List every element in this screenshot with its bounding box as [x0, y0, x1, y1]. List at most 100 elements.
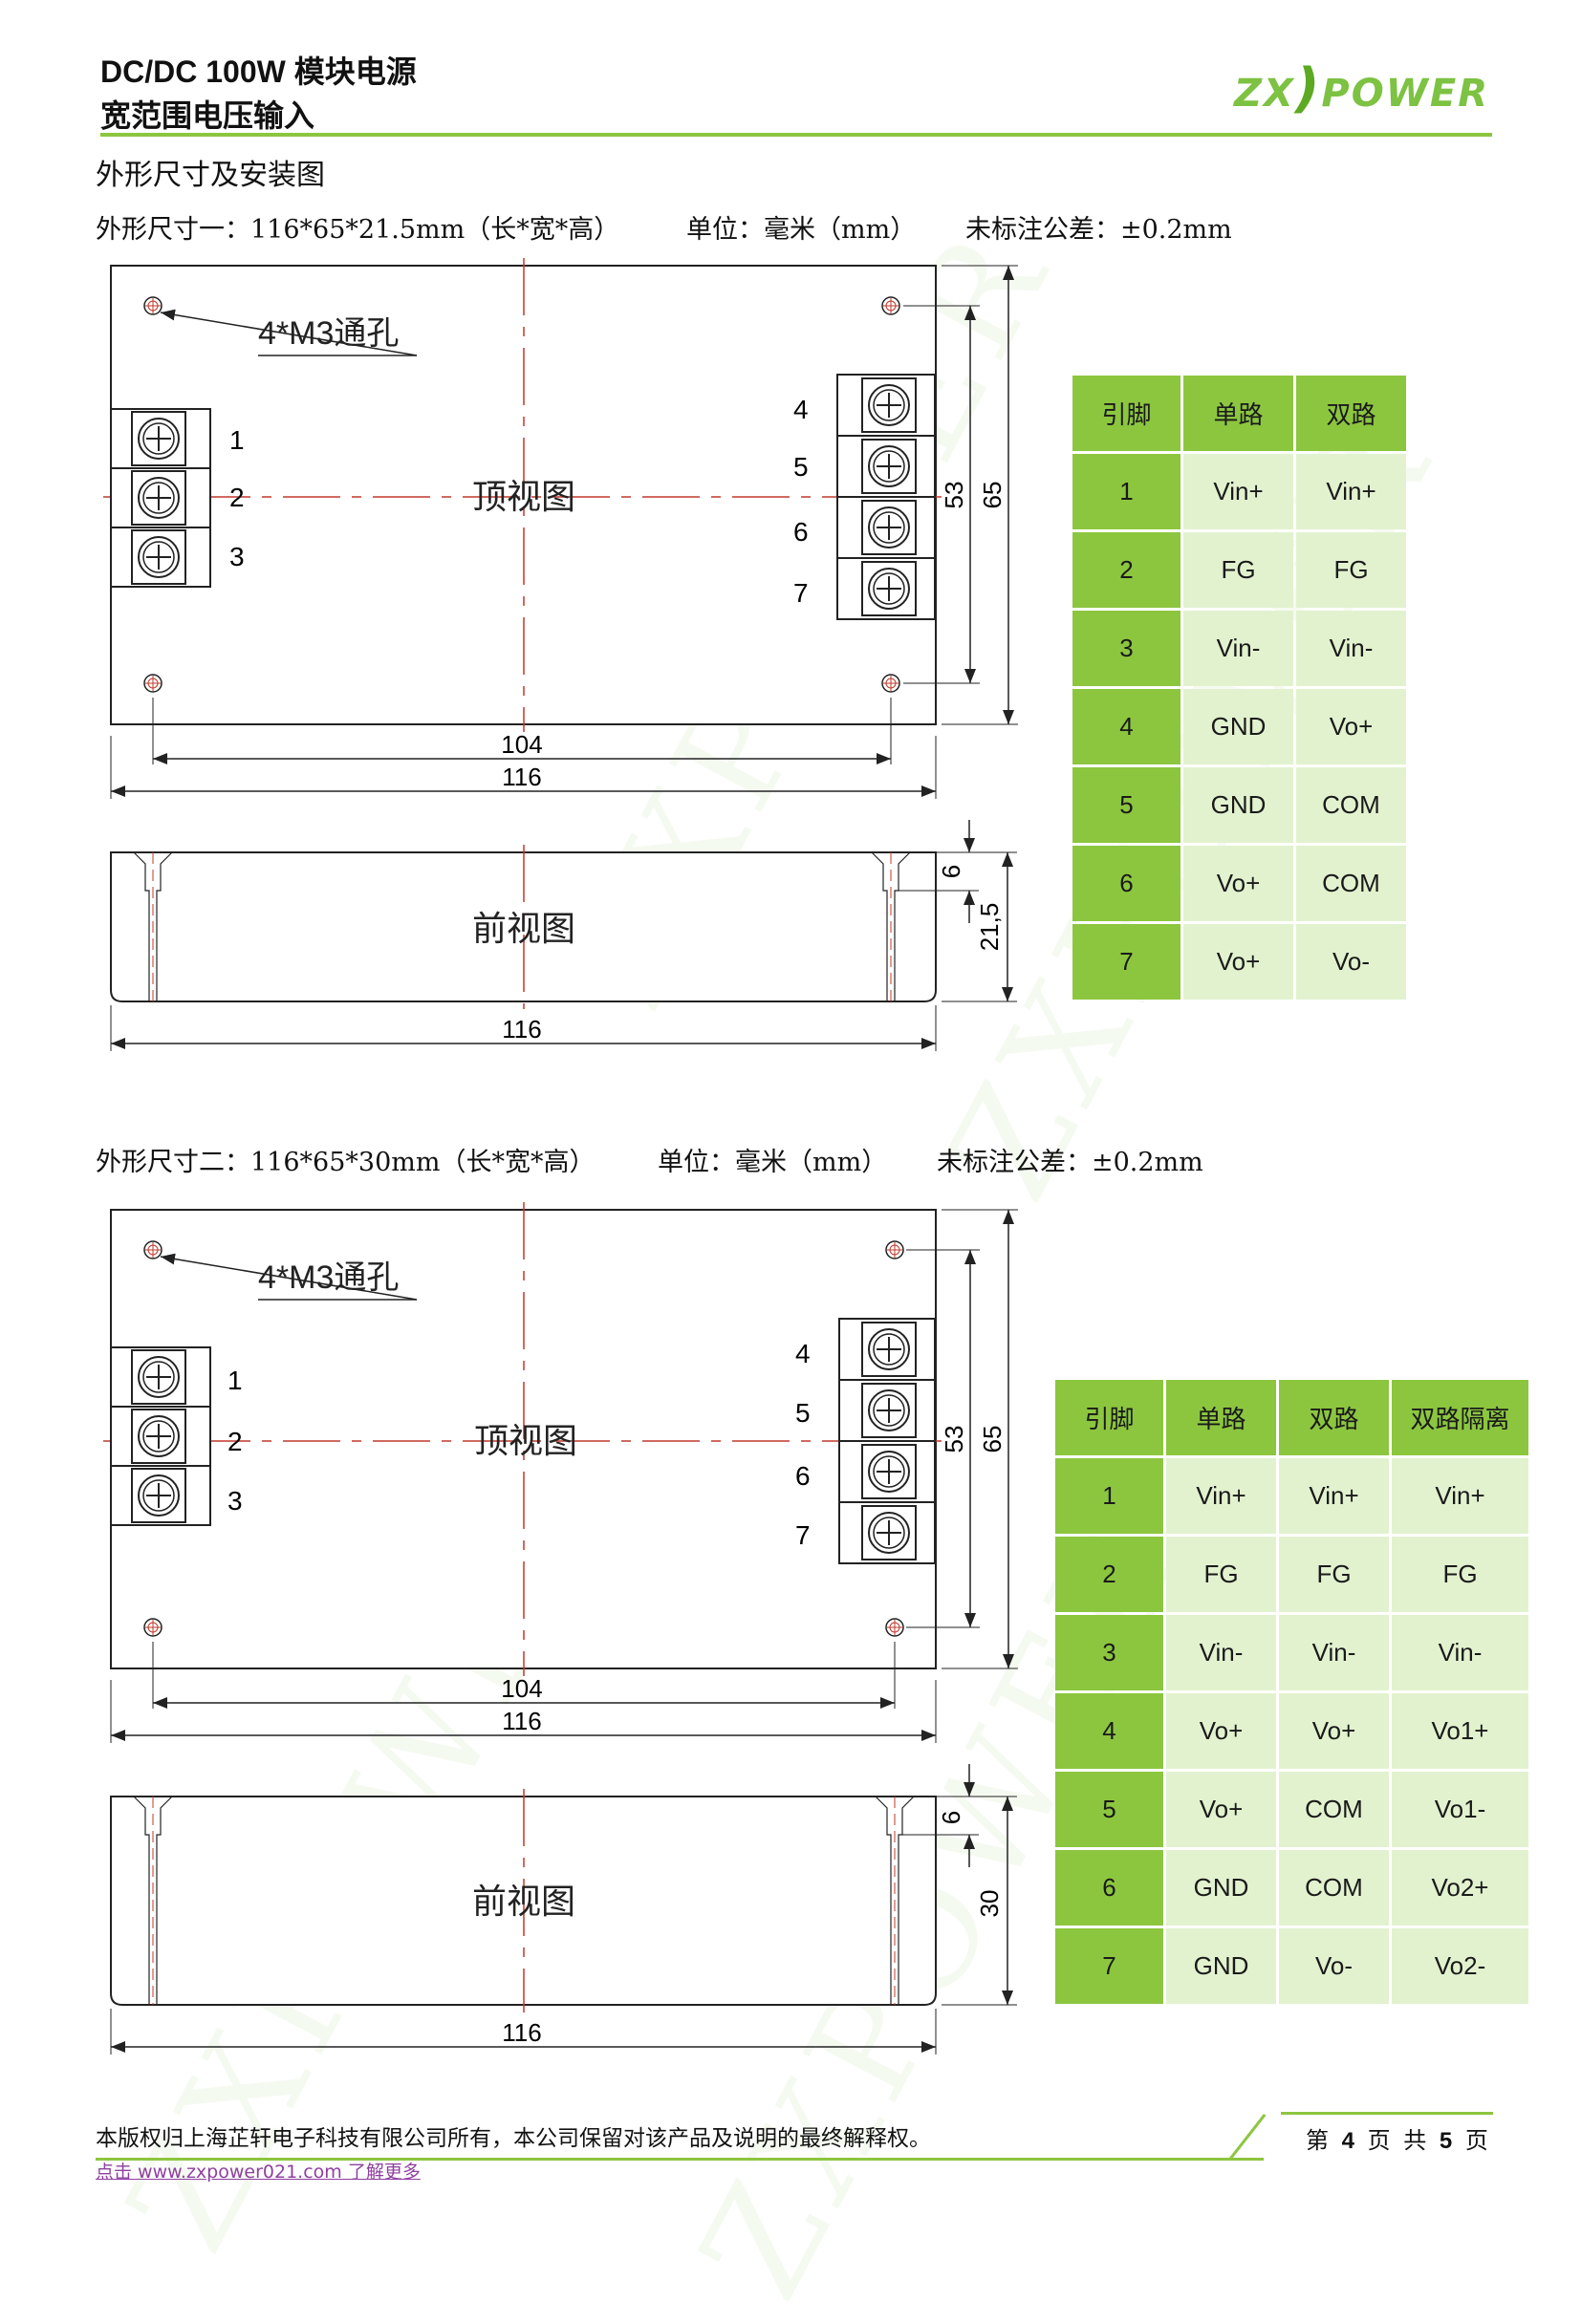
pin-label: 1: [227, 1366, 243, 1395]
terminal-screw-icon: [861, 377, 917, 433]
dim-height: 30: [975, 1890, 1004, 1918]
front-view-label: 前视图: [472, 1882, 575, 1921]
table-header: 引脚: [1055, 1380, 1163, 1455]
top-view-label: 顶视图: [472, 477, 575, 516]
logo-text-right: POWER: [1321, 72, 1489, 116]
pin-number: 7: [1072, 924, 1180, 1000]
page-total: 5: [1439, 2128, 1453, 2154]
terminal-screw-icon: [861, 1383, 917, 1438]
footer-copyright: 本版权归上海芷轩电子科技有限公司所有，本公司保留对该产品及说明的最终解释权。: [96, 2126, 931, 2151]
dim-104: 104: [501, 1674, 542, 1703]
hole-callout: 4*M3通孔: [258, 315, 399, 352]
dim-116-front: 116: [502, 1015, 541, 1044]
table-cell: Vo-: [1279, 1928, 1389, 2004]
terminal-screw-icon: [861, 1322, 917, 1377]
table-cell: Vo+: [1296, 689, 1406, 764]
terminal-screw-icon: [861, 1505, 917, 1560]
pin-label: 7: [795, 1520, 811, 1550]
terminal-screw-icon: [861, 1444, 917, 1499]
pin-label: 6: [793, 517, 809, 547]
table-cell: Vin-: [1166, 1615, 1276, 1690]
terminal-screw-icon: [861, 561, 917, 616]
pin-number: 3: [1055, 1615, 1163, 1690]
dim-6: 6: [937, 1811, 965, 1824]
pin-number: 7: [1055, 1928, 1163, 2004]
pin-number: 5: [1055, 1772, 1163, 1847]
table-cell: Vin+: [1279, 1458, 1389, 1534]
brand-logo: ZX)POWER: [1234, 57, 1489, 119]
pin-label: 6: [795, 1461, 811, 1491]
mount-hole-icon: [885, 1240, 904, 1259]
table-cell: Vin+: [1392, 1458, 1528, 1534]
pin-label: 3: [229, 542, 245, 571]
website-link[interactable]: 点击 www.zxpower021.com 了解更多: [96, 2162, 421, 2183]
dim-65: 65: [978, 482, 1007, 509]
table-cell: Vin-: [1296, 611, 1406, 686]
dim-53: 53: [940, 1426, 968, 1453]
document-subtitle: 宽范围电压输入: [100, 98, 315, 133]
table-cell: COM: [1296, 767, 1406, 843]
pin-label: 1: [229, 425, 245, 455]
dim-53: 53: [940, 482, 968, 509]
table-cell: Vin-: [1392, 1615, 1528, 1690]
pin-label: 5: [793, 452, 809, 482]
dim-height: 21,5: [975, 903, 1004, 952]
table-cell: Vo1+: [1392, 1693, 1528, 1769]
dim-116: 116: [502, 1707, 541, 1735]
document-title: DC/DC 100W 模块电源: [100, 54, 417, 89]
top-view-label: 顶视图: [474, 1421, 577, 1460]
pin-label: 4: [795, 1339, 811, 1368]
spec2-unit: 单位：毫米（mm）: [658, 1148, 888, 1177]
dim-104: 104: [501, 730, 542, 759]
table-cell: Vin-: [1183, 611, 1293, 686]
header-divider: [100, 133, 1492, 137]
section-title: 外形尺寸及安装图: [96, 159, 325, 192]
page-suffix: 页: [1464, 2127, 1488, 2154]
page-prefix: 第: [1306, 2127, 1329, 2154]
pin-number: 1: [1072, 454, 1180, 529]
pin-number: 4: [1072, 689, 1180, 764]
mount-hole-icon: [881, 296, 900, 315]
spec1-dims: 外形尺寸一：116*65*21.5mm（长*宽*高）: [96, 215, 620, 245]
dim-116: 116: [502, 763, 541, 791]
table-cell: Vo+: [1183, 924, 1293, 1000]
logo-text-left: ZX: [1233, 72, 1295, 116]
terminal-screw-icon: [861, 439, 917, 494]
table-cell: Vo+: [1183, 846, 1293, 921]
table-cell: Vo+: [1166, 1772, 1276, 1847]
mount-hole-icon: [143, 1618, 162, 1637]
pin-label: 2: [227, 1427, 243, 1456]
pin-label: 3: [227, 1486, 243, 1516]
terminal-screw-icon: [131, 1468, 186, 1523]
pin-number: 6: [1072, 846, 1180, 921]
front-view-2: 前视图 6 30 116: [110, 1764, 1017, 2055]
mount-hole-icon: [143, 1240, 162, 1259]
pin-label: 4: [793, 395, 809, 424]
pin-number: 3: [1072, 611, 1180, 686]
table-header: 双路隔离: [1392, 1380, 1528, 1455]
dim-116-front: 116: [502, 2018, 541, 2047]
table-cell: FG: [1296, 532, 1406, 608]
mount-hole-icon: [143, 296, 162, 315]
page-indicator: 第 4 页 共 5 页: [1306, 2121, 1488, 2155]
top-view-1: 4*M3通孔 1 2 3 4 5 6 7 顶视图 104 116: [103, 258, 1018, 799]
pin-number: 5: [1072, 767, 1180, 843]
terminal-screw-icon: [131, 470, 186, 526]
terminal-screw-icon: [131, 1349, 186, 1405]
pin-number: 2: [1055, 1537, 1163, 1612]
pin-label: 5: [795, 1398, 811, 1428]
table-cell: Vin+: [1183, 454, 1293, 529]
logo-swoosh-icon: ): [1294, 57, 1322, 119]
mount-hole-icon: [885, 1618, 904, 1637]
